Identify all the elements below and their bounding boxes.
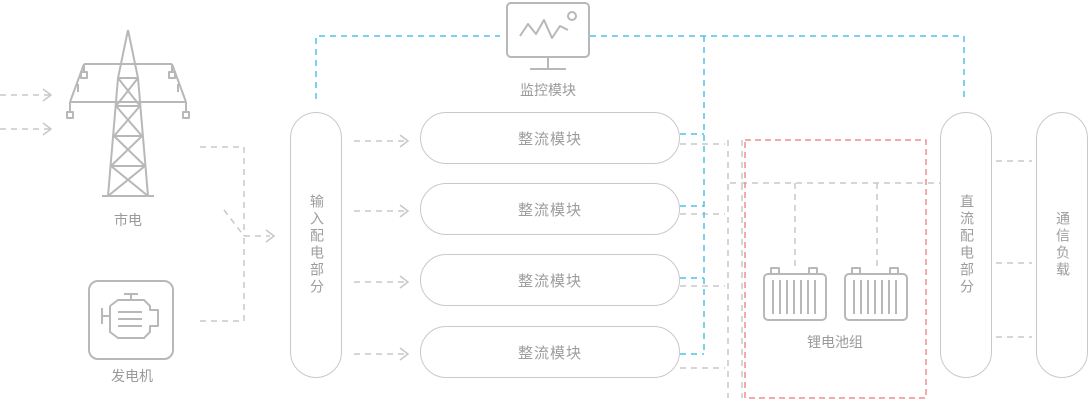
grid-label: 市电 <box>114 213 142 229</box>
rectifier-label: 整流模块 <box>517 271 582 290</box>
battery-group-frame <box>744 139 927 399</box>
battery-group-label: 锂电池组 <box>807 335 863 351</box>
rectifier-module-2: 整流模块 <box>420 183 680 235</box>
input-distribution-label: 输入配电部分 <box>308 194 324 296</box>
generator-label: 发电机 <box>111 369 153 385</box>
rectifier-module-3: 整流模块 <box>420 254 680 306</box>
communication-load-label: 通信负载 <box>1054 211 1070 279</box>
rectifier-label: 整流模块 <box>517 129 582 148</box>
dc-distribution-label: 直流配电部分 <box>958 194 974 296</box>
rectifier-module-1: 整流模块 <box>420 112 680 164</box>
engine-icon <box>88 280 174 360</box>
battery-icon <box>844 267 908 321</box>
input-distribution-panel: 输入配电部分 <box>290 112 342 378</box>
monitor-chart-icon <box>506 2 590 70</box>
monitor-label: 监控模块 <box>520 83 576 99</box>
power-tower-icon <box>66 29 190 197</box>
dc-distribution-panel: 直流配电部分 <box>940 112 992 378</box>
rectifier-label: 整流模块 <box>517 343 582 362</box>
rectifier-module-4: 整流模块 <box>420 326 680 378</box>
communication-load-panel: 通信负载 <box>1036 112 1088 378</box>
rectifier-label: 整流模块 <box>517 200 582 219</box>
battery-icon <box>763 267 827 321</box>
